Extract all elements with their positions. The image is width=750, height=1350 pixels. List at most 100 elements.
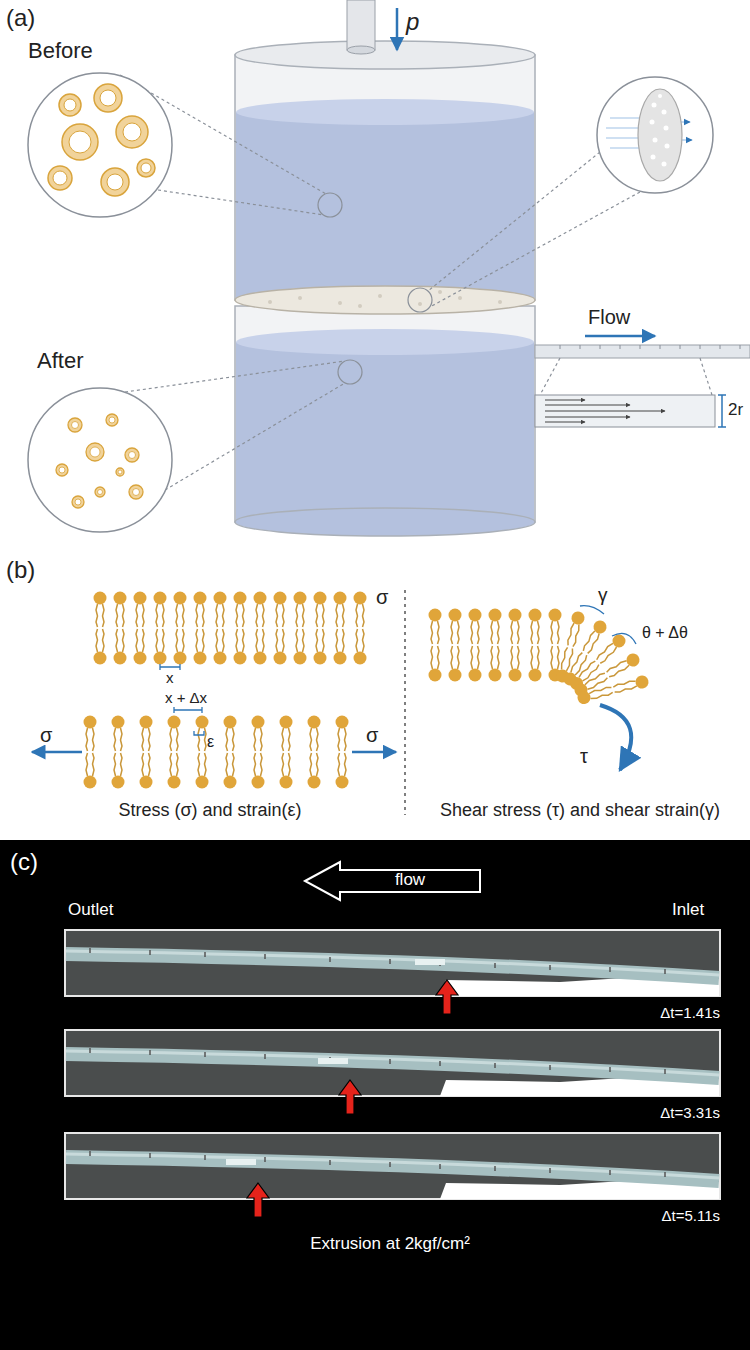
panel-label: (b) <box>6 556 35 584</box>
after-vesicles <box>68 418 82 432</box>
diameter-label: 2r <box>728 400 743 420</box>
stretched-bilayer <box>214 592 227 665</box>
filter-membrane-zoom <box>650 94 670 167</box>
spacing-label: x <box>166 669 174 686</box>
flow-outline-arrow <box>305 862 480 900</box>
extrusion-apparatus <box>458 296 462 300</box>
position-marker <box>339 1080 361 1114</box>
bent-bilayer <box>489 609 502 682</box>
extrusion-apparatus <box>235 55 535 300</box>
after-vesicles <box>116 468 124 476</box>
before-vesicles <box>69 131 91 153</box>
after-vesicles <box>56 464 68 476</box>
before-magnifier: Before <box>15 38 190 220</box>
stretched-bilayer <box>154 592 167 665</box>
extrusion-photos <box>318 1058 348 1064</box>
extrusion-apparatus <box>235 41 535 69</box>
after-vesicles <box>129 485 143 499</box>
extrusion-apparatus <box>298 296 302 300</box>
zoom-callouts <box>700 358 712 395</box>
zoom-callouts <box>318 193 342 217</box>
filter-membrane-zoom <box>650 120 655 125</box>
before-vesicles <box>48 84 155 196</box>
extrusion-apparatus <box>235 306 535 522</box>
stretched-bilayer <box>354 592 367 665</box>
extrusion-apparatus <box>236 329 534 355</box>
panel-label: (a) <box>6 4 35 32</box>
flow-label: Flow <box>588 306 630 329</box>
stretched-bilayer <box>114 592 127 665</box>
flow-profile-zoom <box>535 395 726 427</box>
after-vesicles <box>28 388 172 532</box>
extrusion-apparatus <box>268 290 502 308</box>
stretched-bilayer <box>314 592 327 665</box>
stretched-bilayer <box>112 716 125 789</box>
position-marker <box>436 980 458 1014</box>
stretched-bilayer <box>194 592 207 665</box>
filter-membrane-zoom <box>662 110 667 115</box>
extrusion-apparatus <box>418 302 422 306</box>
bent-bilayer <box>449 609 462 682</box>
panel-divider <box>404 590 406 815</box>
flow-profile-zoom <box>545 400 665 422</box>
node-text: Before <box>28 38 93 63</box>
flow-profile-zoom <box>545 411 665 412</box>
extrusion-photos <box>0 840 750 1350</box>
spacing-label: x + Δx <box>165 689 207 706</box>
extrusion-apparatus <box>236 342 534 520</box>
filter-membrane-zoom <box>597 77 713 193</box>
stretched-bilayer <box>274 592 287 665</box>
before-vesicles <box>107 174 123 190</box>
zoom-callouts <box>540 358 560 395</box>
after-vesicles <box>86 443 104 461</box>
stretched-bilayer <box>308 716 321 789</box>
flow-profile-zoom <box>545 417 630 418</box>
filter-membrane-zoom <box>651 155 656 160</box>
before-vesicles <box>101 168 129 196</box>
position-marker <box>247 1183 269 1217</box>
position-marker <box>247 980 458 1217</box>
flow-profile-zoom <box>545 405 630 406</box>
stretched-bilayer <box>252 716 265 789</box>
before-vesicles <box>53 90 151 190</box>
before-vesicles <box>28 73 172 217</box>
bent-bilayer <box>429 606 650 770</box>
before-vesicles <box>64 99 76 111</box>
extrusion-apparatus <box>498 300 502 304</box>
extrusion-apparatus <box>235 508 535 536</box>
stretched-bilayer <box>254 592 267 665</box>
before-vesicles <box>53 171 67 185</box>
extrusion-apparatus <box>236 112 534 298</box>
stretched-bilayer <box>168 716 181 789</box>
after-vesicles <box>59 417 140 505</box>
diameter-bracket <box>718 395 726 427</box>
extrusion-frame: Δt=1.41s <box>60 925 725 1025</box>
extrusion-apparatus <box>268 300 272 304</box>
panel-label: (c) <box>10 848 38 876</box>
extrusion-apparatus <box>378 294 382 298</box>
extrusion-apparatus <box>438 290 442 294</box>
stretched-bilayer <box>140 716 153 789</box>
stretched-bilayer <box>224 716 237 789</box>
after-vesicles <box>98 490 103 495</box>
extrusion-frame: Δt=5.11s <box>60 1128 725 1228</box>
extrusion-apparatus <box>236 99 534 125</box>
after-vesicles <box>59 467 65 473</box>
after-vesicles <box>125 448 139 462</box>
after-vesicles <box>129 452 136 459</box>
stretched-bilayer <box>174 707 202 713</box>
zoom-callouts <box>430 192 640 307</box>
extrusion-apparatus <box>338 301 342 305</box>
stretched-bilayer <box>234 592 247 665</box>
stretched-bilayer <box>196 716 209 789</box>
filter-membrane-zoom <box>658 94 662 98</box>
filter-membrane-zoom <box>638 89 682 181</box>
extrusion-photos <box>415 959 445 965</box>
bent-bilayer <box>469 609 482 682</box>
filter-membrane-zoom <box>652 103 657 108</box>
after-vesicles <box>72 496 84 508</box>
extrusion-apparatus <box>347 0 375 50</box>
extrusion-apparatus <box>347 46 375 54</box>
zoom-callouts <box>125 361 345 392</box>
